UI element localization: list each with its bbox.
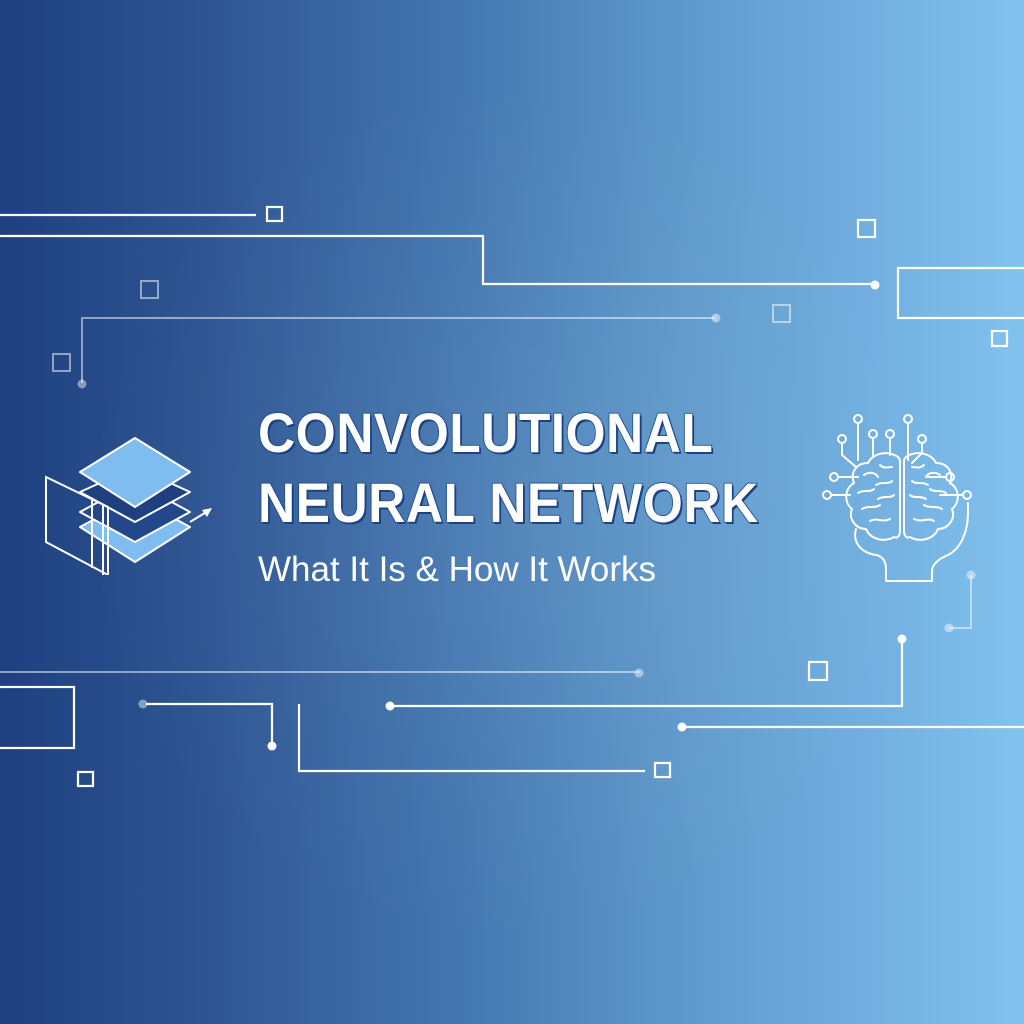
circuit-square xyxy=(76,770,95,788)
circuit-square xyxy=(52,353,71,372)
title-line-2: NEURAL NETWORK xyxy=(257,470,759,535)
circuit-line xyxy=(81,317,716,383)
title-block: CONVOLUTIONAL NEURAL NETWORK What It Is … xyxy=(257,398,818,592)
circuit-square xyxy=(653,761,672,779)
circuit-square xyxy=(265,205,284,223)
circuit-square xyxy=(807,660,829,682)
circuit-node xyxy=(944,623,954,633)
circuit-node xyxy=(897,634,907,644)
circuit-node xyxy=(677,722,687,732)
circuit-node xyxy=(77,379,87,389)
circuit-rect xyxy=(896,266,1024,320)
circuit-square xyxy=(140,280,159,299)
circuit-node xyxy=(870,280,880,290)
stacked-layers-icon xyxy=(40,425,220,577)
circuit-node xyxy=(711,313,721,323)
circuit-node xyxy=(138,699,148,709)
circuit-line xyxy=(297,704,645,773)
circuit-node xyxy=(634,668,644,678)
subtitle: What It Is & How It Works xyxy=(258,550,657,589)
circuit-line xyxy=(949,575,972,629)
circuit-line xyxy=(146,702,274,744)
circuit-square xyxy=(856,218,877,239)
circuit-node xyxy=(385,701,395,711)
circuit-square xyxy=(772,304,791,323)
circuit-line xyxy=(390,638,904,708)
circuit-rect xyxy=(0,685,76,750)
title-line-1: CONVOLUTIONAL xyxy=(257,400,714,465)
brain-circuit-icon xyxy=(818,405,993,590)
circuit-node xyxy=(966,570,976,580)
circuit-line xyxy=(0,234,873,286)
circuit-square xyxy=(990,329,1009,348)
circuit-node xyxy=(267,741,277,751)
